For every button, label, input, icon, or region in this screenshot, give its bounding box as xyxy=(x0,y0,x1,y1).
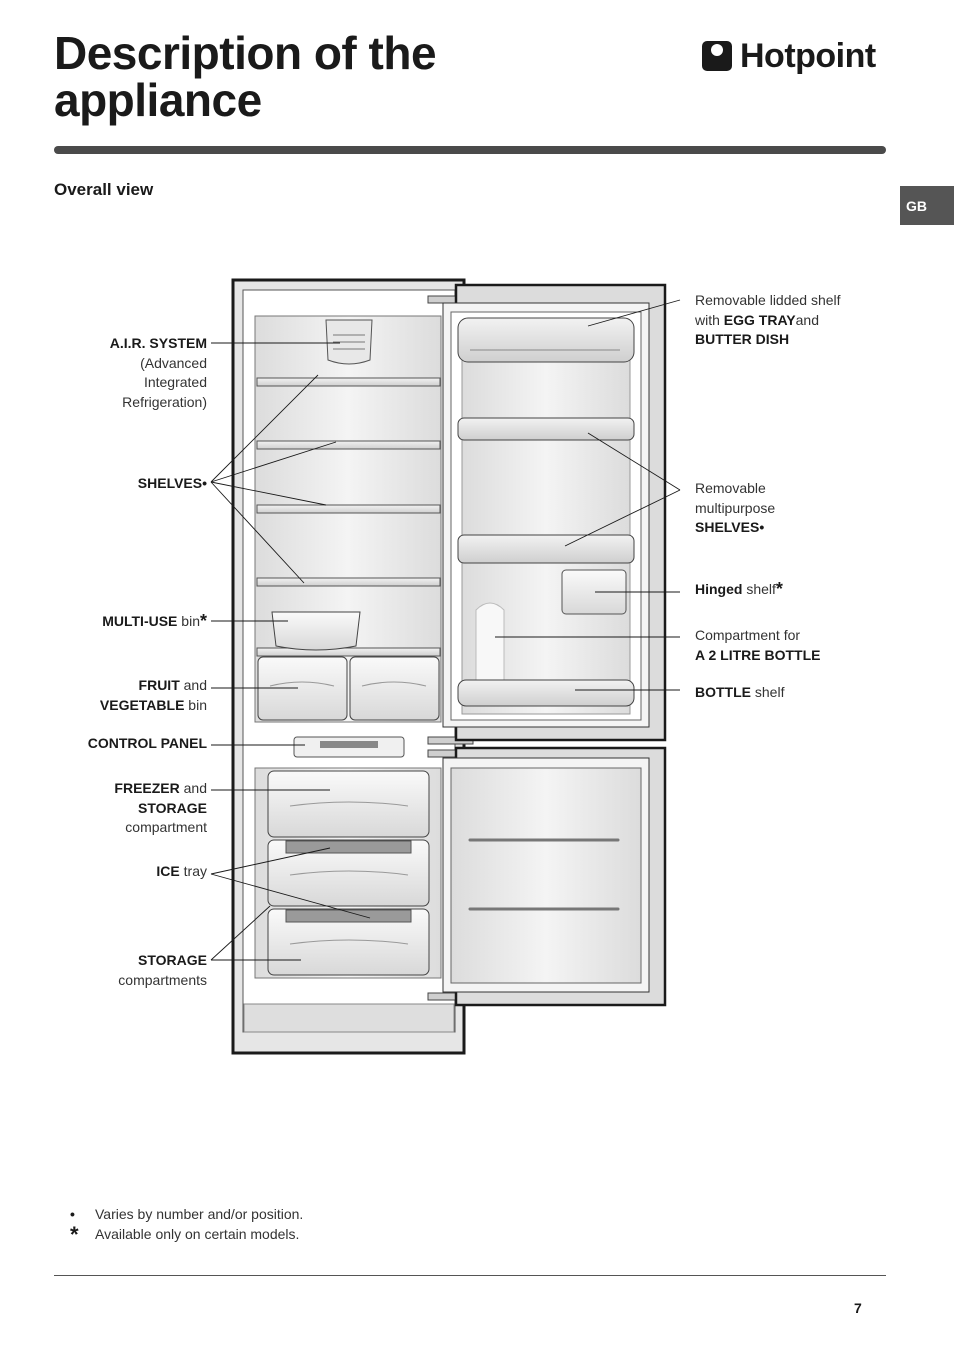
footnote-star: * Available only on certain models. xyxy=(70,1222,300,1247)
label-storage-compartments: STORAGE compartments xyxy=(118,952,207,988)
label-bottle-shelf: BOTTLE shelf xyxy=(695,684,785,700)
page-title: Description of the appliance xyxy=(54,27,437,126)
language-tab: GB xyxy=(900,186,954,225)
label-multipurpose-shelves: Removable multipurpose SHELVES• xyxy=(695,480,776,535)
fridge-door xyxy=(442,283,667,742)
label-hinged-shelf: Hinged shelf* xyxy=(695,579,783,599)
section-title: Overall view xyxy=(54,180,154,199)
label-ice-tray: ICE tray xyxy=(156,863,207,879)
label-shelves: SHELVES• xyxy=(137,475,207,491)
leader-lines xyxy=(210,299,681,961)
brand-mark-icon xyxy=(702,41,732,71)
air-system-unit xyxy=(325,319,373,365)
brand-name: Hotpoint xyxy=(740,36,876,75)
freezer-drawers xyxy=(267,770,430,976)
title-divider xyxy=(54,146,886,154)
footnote-bullet: • Varies by number and/or position. xyxy=(70,1206,304,1222)
page-number: 7 xyxy=(854,1300,862,1316)
label-fruit-vegetable-bin: FRUIT and VEGETABLE bin xyxy=(99,677,207,713)
footer-divider xyxy=(54,1275,886,1276)
brand-logo: Hotpoint xyxy=(702,36,876,75)
multi-use-bin xyxy=(271,611,361,651)
footnotes: • Varies by number and/or position. * Av… xyxy=(70,1204,303,1246)
label-multi-use-bin: MULTI-USE bin* xyxy=(102,611,207,631)
label-air-system: A.I.R. SYSTEM (Advanced Integrated Refri… xyxy=(109,335,207,410)
fridge-shelves xyxy=(256,377,441,657)
label-control-panel: CONTROL PANEL xyxy=(87,735,207,751)
label-bottle-compartment: Compartment for A 2 LITRE BOTTLE xyxy=(695,627,821,663)
fruit-vegetable-bins xyxy=(257,656,440,721)
freezer-door xyxy=(442,746,667,1007)
label-lidded-shelf: Removable lidded shelf with EGG TRAYand … xyxy=(695,292,841,347)
control-panel xyxy=(293,736,405,758)
label-freezer-storage: FREEZER and STORAGE compartment xyxy=(114,780,207,835)
